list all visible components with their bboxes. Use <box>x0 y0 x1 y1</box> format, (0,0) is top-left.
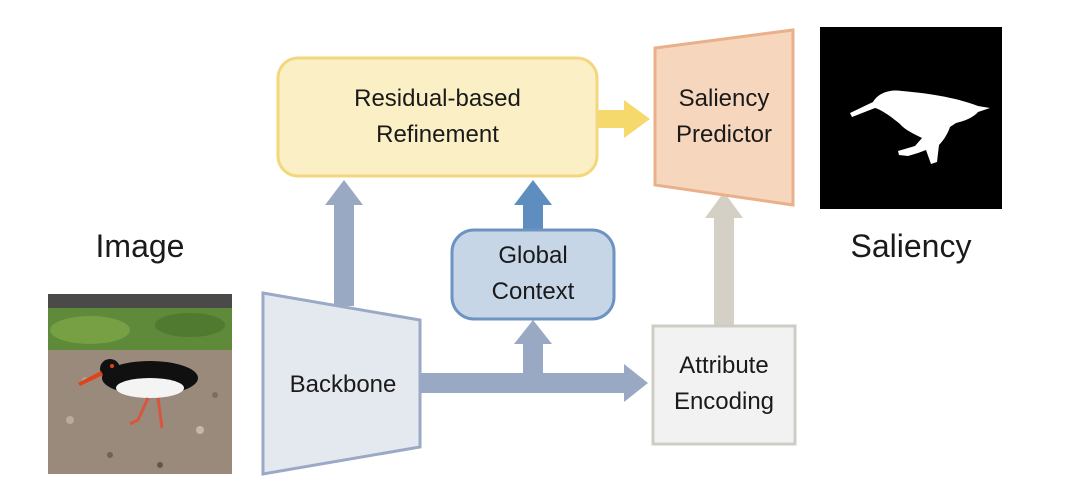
input-bird-photo <box>48 294 232 474</box>
saliency-predictor-line2: Predictor <box>675 121 773 148</box>
global-context-line2: Context <box>491 278 575 305</box>
global-context-label: Global Context <box>452 238 614 310</box>
image-title: Image <box>95 228 185 264</box>
backbone-label: Backbone <box>289 371 397 398</box>
backbone-box <box>261 291 422 476</box>
arrow-refinement-to-predictor <box>597 100 650 138</box>
arrow-context-to-refinement <box>514 180 552 230</box>
attribute-encoding-line2: Encoding <box>673 388 775 415</box>
arrow-backbone-to-refinement <box>325 180 363 306</box>
residual-refinement-label: Residual-based Refinement <box>278 81 597 153</box>
arrow-attribute-to-predictor <box>705 192 743 326</box>
saliency-predictor-box <box>653 28 795 207</box>
arrow-backbone-to-attribute <box>420 364 648 402</box>
arrow-backbone-to-context <box>514 320 552 375</box>
residual-refinement-line1: Residual-based <box>354 85 521 112</box>
residual-refinement-box <box>276 56 599 178</box>
global-context-line1: Global <box>498 242 568 269</box>
saliency-mask-output <box>820 27 1002 209</box>
saliency-title: Saliency <box>850 228 972 264</box>
attribute-encoding-label: Attribute Encoding <box>653 348 795 420</box>
attribute-encoding-box <box>651 324 797 446</box>
attribute-encoding-line1: Attribute <box>679 352 769 379</box>
residual-refinement-line2: Refinement <box>376 121 499 148</box>
global-context-box <box>450 228 616 321</box>
saliency-predictor-label: Saliency Predictor <box>655 81 793 153</box>
saliency-predictor-line1: Saliency <box>678 85 770 112</box>
